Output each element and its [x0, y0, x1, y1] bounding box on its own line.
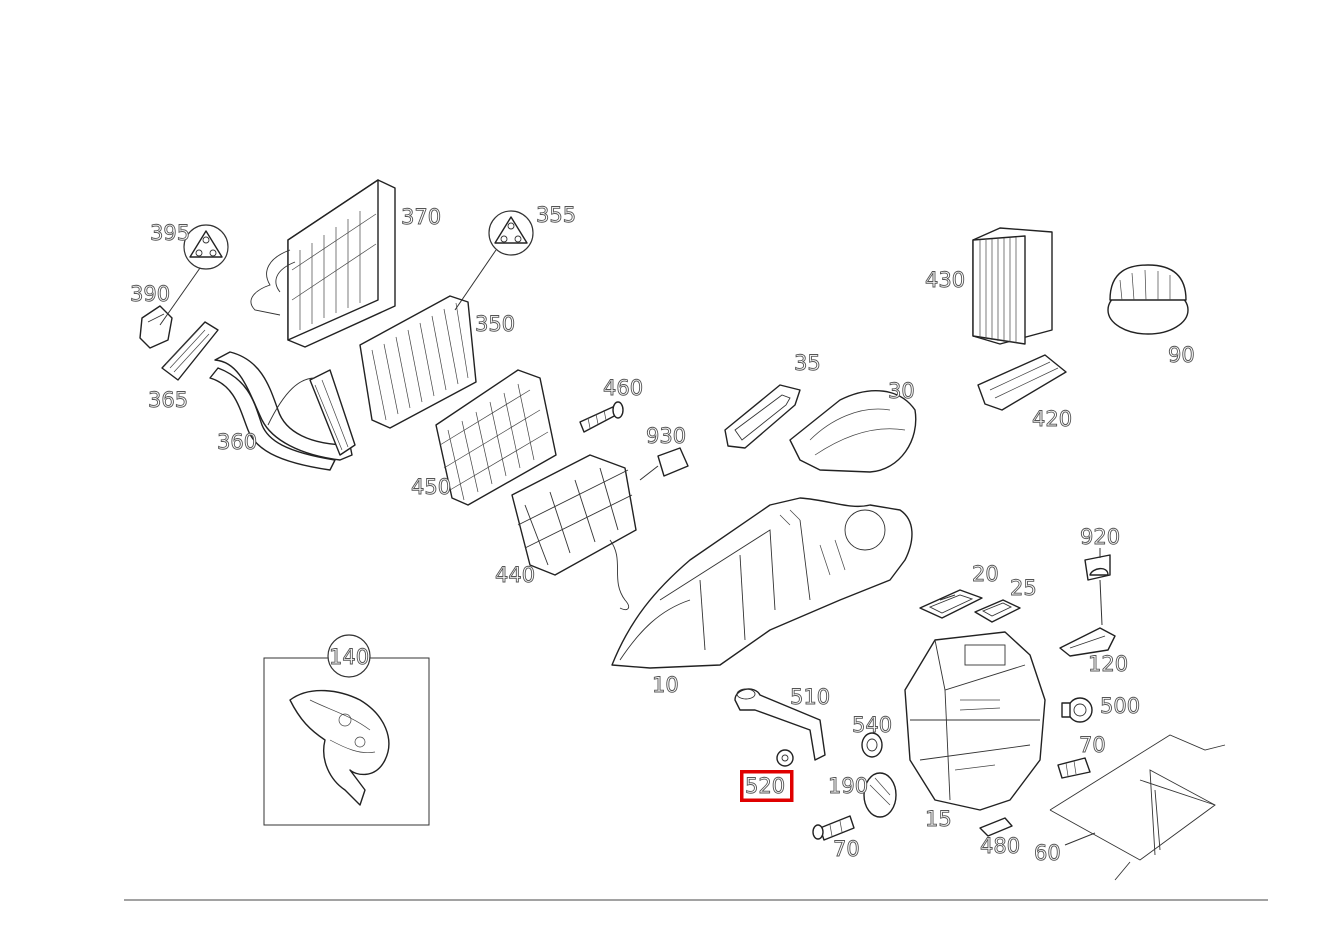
callout-25[interactable]: 25 [1010, 576, 1038, 601]
part-395-gasket[interactable] [183, 224, 229, 270]
callout-430[interactable]: 430 [925, 268, 966, 293]
part-350-evaporator[interactable] [359, 295, 477, 429]
callout-395[interactable]: 395 [150, 221, 191, 246]
callout-450[interactable]: 450 [411, 475, 452, 500]
part-930-sensor[interactable] [639, 447, 689, 481]
callouts: 395 370 355 390 350 365 360 460 930 450 … [130, 203, 1196, 866]
callout-120[interactable]: 120 [1088, 652, 1129, 677]
part-20-gasket[interactable] [919, 589, 983, 619]
callout-355[interactable]: 355 [536, 203, 577, 228]
part-920-connector[interactable] [1084, 548, 1111, 626]
callout-10[interactable]: 10 [652, 673, 680, 698]
part-450-grid[interactable] [435, 369, 557, 506]
part-540-seal-ring[interactable] [861, 732, 883, 758]
part-355-gasket[interactable] [488, 210, 534, 256]
part-510-duct-bracket[interactable] [734, 688, 826, 761]
callout-30[interactable]: 30 [888, 379, 916, 404]
callout-510[interactable]: 510 [790, 685, 831, 710]
part-70-screw-b[interactable] [812, 815, 855, 841]
part-430-cabin-filter[interactable] [972, 227, 1053, 345]
callout-360[interactable]: 360 [217, 430, 258, 455]
part-140-inset[interactable] [263, 634, 430, 826]
part-25-gasket[interactable] [974, 599, 1021, 623]
part-60-bracket[interactable] [1049, 734, 1226, 881]
callout-15[interactable]: 15 [925, 807, 953, 832]
leader-lines [159, 249, 1096, 846]
part-480-clip[interactable] [979, 817, 1013, 837]
part-440-frame[interactable] [511, 454, 637, 611]
part-500-actuator-motor[interactable] [1061, 697, 1093, 723]
callout-70-bottom[interactable]: 70 [833, 837, 861, 862]
callout-60[interactable]: 60 [1034, 841, 1062, 866]
part-35-seal-frame[interactable] [724, 384, 801, 449]
part-10-main-housing[interactable] [611, 497, 913, 669]
callout-440[interactable]: 440 [495, 563, 536, 588]
part-190-flap-disc[interactable] [863, 772, 897, 818]
part-90-blower-motor[interactable] [1107, 264, 1189, 335]
part-390-clip[interactable] [139, 305, 173, 349]
callout-520[interactable]: 520 [745, 774, 786, 799]
part-15-lower-housing[interactable] [904, 631, 1046, 811]
part-520-nut[interactable] [776, 749, 794, 767]
callout-35[interactable]: 35 [794, 351, 822, 376]
callout-370[interactable]: 370 [401, 205, 442, 230]
callout-480[interactable]: 480 [980, 834, 1021, 859]
part-365-expansion-valve[interactable] [161, 321, 219, 381]
callout-540[interactable]: 540 [852, 713, 893, 738]
callout-140[interactable]: 140 [329, 645, 370, 670]
callout-20[interactable]: 20 [972, 562, 1000, 587]
callout-930[interactable]: 930 [646, 424, 687, 449]
callout-420[interactable]: 420 [1032, 407, 1073, 432]
part-360-refrigerant-lines[interactable] [209, 351, 356, 471]
callout-920[interactable]: 920 [1080, 525, 1121, 550]
part-70-screw-a[interactable] [1057, 757, 1091, 779]
callout-460[interactable]: 460 [603, 376, 644, 401]
part-30-housing[interactable] [789, 390, 917, 473]
callout-70-right[interactable]: 70 [1079, 733, 1107, 758]
callout-390[interactable]: 390 [130, 282, 171, 307]
callout-365[interactable]: 365 [148, 388, 189, 413]
callout-90[interactable]: 90 [1168, 343, 1196, 368]
part-120-actuator[interactable] [1059, 627, 1116, 657]
part-460-screw[interactable] [579, 401, 624, 433]
callout-350[interactable]: 350 [475, 312, 516, 337]
callout-190[interactable]: 190 [828, 774, 869, 799]
part-370-heater-core[interactable] [250, 179, 396, 348]
part-420-flap-assembly[interactable] [977, 354, 1067, 411]
callout-500[interactable]: 500 [1100, 694, 1141, 719]
highlight-box-520 [740, 770, 794, 802]
